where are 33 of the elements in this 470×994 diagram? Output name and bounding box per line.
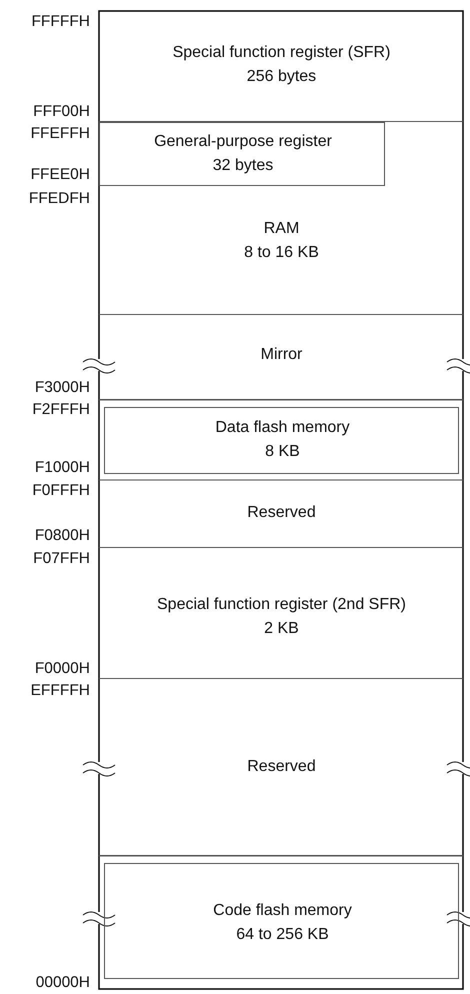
region-label: Special function register (2nd SFR) (156, 595, 407, 615)
region-label: Reserved (246, 757, 317, 777)
address-label: 00000H (36, 974, 90, 992)
address-label: FFFFFH (31, 13, 90, 31)
address-label: FFEDFH (28, 190, 90, 208)
memory-region-box (99, 122, 385, 186)
region-label: Data flash memory (214, 418, 351, 438)
region-label: 32 bytes (212, 156, 274, 176)
region-label: Reserved (246, 503, 317, 523)
address-label: F0FFFH (32, 482, 90, 500)
memory-region-box (104, 863, 459, 979)
region-label: 256 bytes (246, 67, 318, 87)
region-label: Code flash memory (212, 901, 353, 921)
address-label: FFEFFH (30, 125, 90, 143)
region-label: 8 to 16 KB (243, 243, 320, 263)
address-label: F0000H (34, 660, 90, 678)
memory-region-box (104, 407, 459, 474)
region-label: Special function register (SFR) (172, 43, 392, 63)
region-label: 8 KB (264, 442, 301, 462)
address-label: F1000H (34, 459, 90, 477)
address-label: EFFFFH (30, 682, 90, 700)
address-label: F0800H (34, 527, 90, 545)
region-label: 64 to 256 KB (235, 925, 330, 945)
address-label: FFEE0H (30, 166, 90, 184)
address-label: FFF00H (33, 103, 90, 121)
region-label: General-purpose register (153, 132, 333, 152)
address-label: F3000H (34, 379, 90, 397)
region-label: RAM (262, 219, 300, 239)
address-label: F07FFH (33, 550, 90, 568)
address-label: F2FFFH (32, 401, 90, 419)
region-label: 2 KB (263, 619, 300, 639)
memory-region (99, 122, 463, 315)
region-label: Mirror (260, 345, 304, 365)
